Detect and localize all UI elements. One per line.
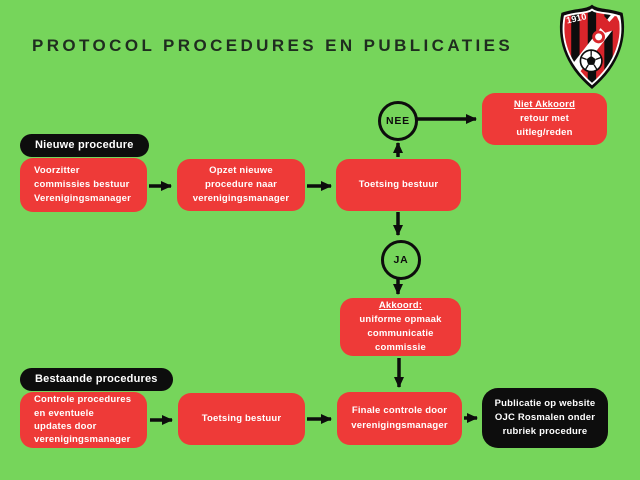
- niet-akkoord-heading: Niet Akkoord: [513, 98, 576, 110]
- label-nieuwe-procedure: Nieuwe procedure: [20, 134, 149, 157]
- page-title: PROTOCOL PROCEDURES EN PUBLICATIES: [32, 36, 514, 55]
- decision-ja: JA: [381, 240, 421, 280]
- node-finale-controle: Finale controle door verenigingsmanager: [337, 392, 462, 445]
- node-akkoord: Akkoord: uniforme opmaak communicatie co…: [340, 298, 461, 356]
- akkoord-body: uniforme opmaak communicatie commissie: [359, 313, 442, 354]
- club-crest-logo: 1910: [548, 3, 636, 89]
- crest-year-label: 1910: [565, 11, 587, 25]
- node-toetsing-bestuur-nieuw: Toetsing bestuur: [336, 159, 461, 211]
- decision-nee: NEE: [378, 101, 418, 141]
- node-controle-procedures: Controle procedures en eventuele updates…: [20, 392, 147, 448]
- node-niet-akkoord: Niet Akkoord retour met uitleg/reden: [482, 93, 607, 145]
- node-opzet-procedure: Opzet nieuwe procedure naar verenigingsm…: [177, 159, 305, 211]
- node-publicatie-website: Publicatie op website OJC Rosmalen onder…: [482, 388, 608, 448]
- niet-akkoord-body: retour met uitleg/reden: [516, 112, 573, 139]
- label-bestaande-procedures: Bestaande procedures: [20, 368, 173, 391]
- node-toetsing-bestuur-bestaand: Toetsing bestuur: [178, 393, 305, 445]
- node-voorzitter-commissies: Voorzitter commissies bestuur Vereniging…: [20, 158, 147, 212]
- akkoord-heading: Akkoord:: [378, 299, 423, 311]
- shield-icon: 1910: [559, 4, 625, 89]
